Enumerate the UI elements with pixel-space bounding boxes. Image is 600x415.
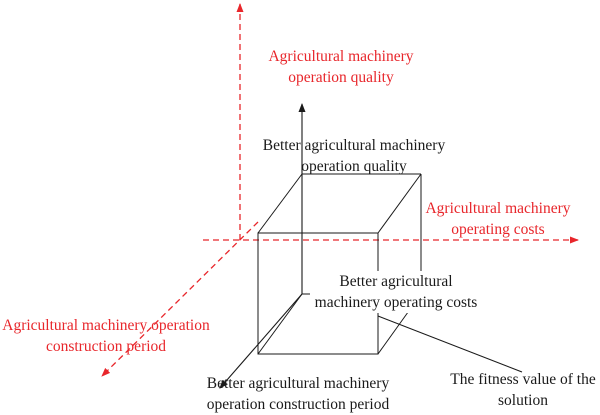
- axis-period-label: Agricultural machinery operation constru…: [2, 317, 210, 355]
- axis-costs-label: Agricultural machinery operating costs: [425, 200, 571, 238]
- fitness-leader-line: [377, 315, 523, 373]
- cube-edges: [257, 173, 422, 355]
- axis-better-period: [219, 293, 303, 389]
- better-quality-label: Better agricultural machinery operation …: [262, 137, 446, 175]
- better-period-label: Better agricultural machinery operation …: [206, 375, 390, 413]
- fitness-label: The fitness value of the solution: [450, 371, 596, 409]
- axis-quality-label: Agricultural machinery operation quality: [268, 48, 414, 86]
- axis-period-dashed: [101, 221, 259, 377]
- better-costs-label: Better agricultural machinery operating …: [310, 271, 482, 313]
